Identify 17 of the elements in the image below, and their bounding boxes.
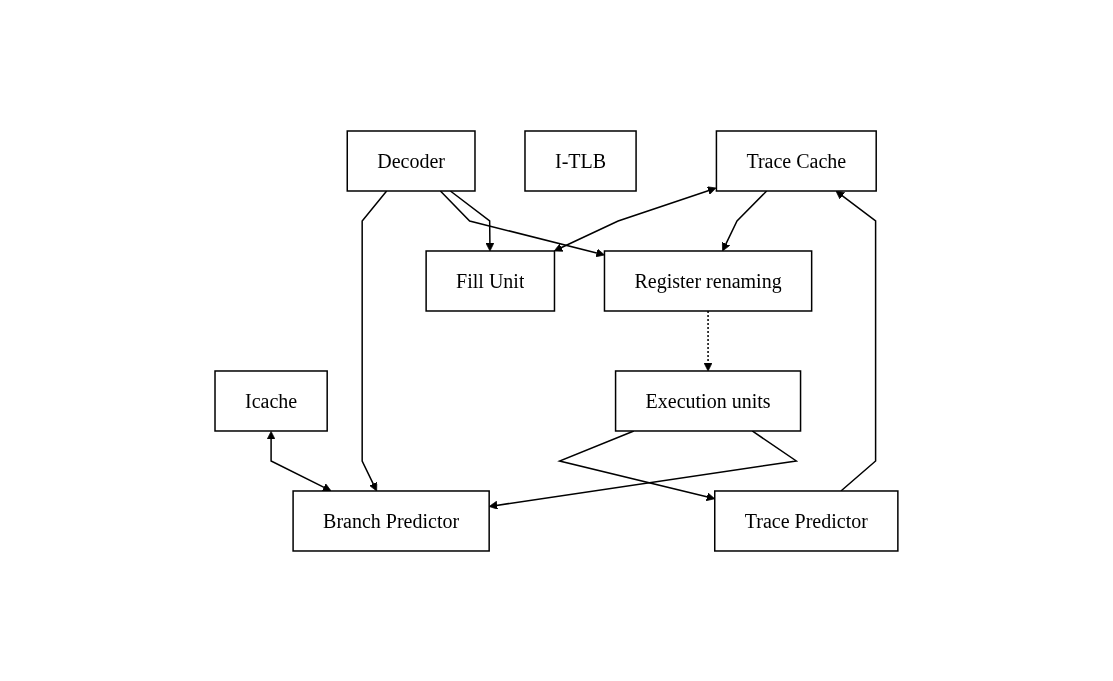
node-box: Trace Cache [715, 129, 877, 192]
arrow [835, 190, 877, 492]
node-box: Fill Unit [425, 249, 556, 312]
node-box: Register renaming [603, 249, 813, 312]
node-box: Icache [214, 369, 328, 432]
node-box: Decoder [346, 129, 476, 192]
arrow [722, 189, 768, 251]
node-box: Trace Predictor [714, 489, 899, 552]
node-box: Branch Predictor [292, 489, 490, 552]
arrow [553, 185, 717, 252]
node-box: I-TLB [524, 129, 637, 192]
arrow [449, 189, 495, 251]
arrow [703, 309, 713, 371]
arrow [266, 430, 332, 491]
arrow [439, 189, 605, 257]
node-box: Execution units [614, 369, 802, 432]
arrow [361, 189, 388, 491]
